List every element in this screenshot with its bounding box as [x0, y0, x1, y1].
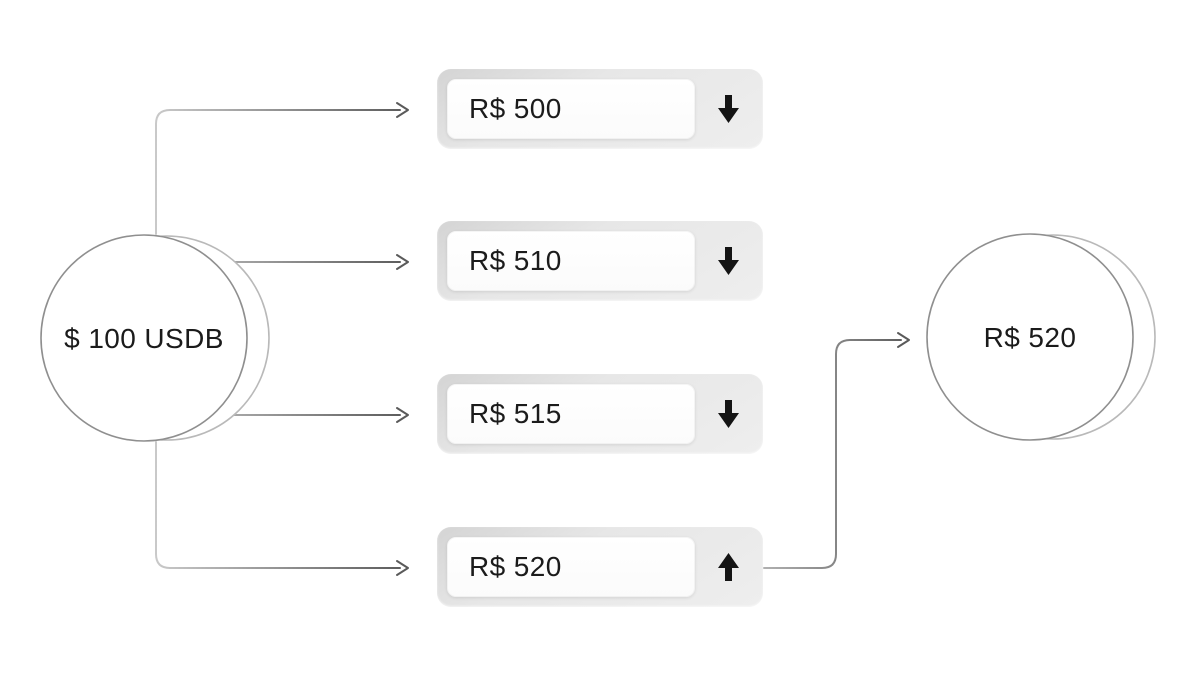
arrowhead-quote-3 — [396, 407, 409, 423]
quote-box-2: R$ 510 — [437, 221, 763, 301]
source-coin-label: $ 100 USDB — [64, 323, 224, 354]
quote-value-3: R$ 515 — [469, 398, 562, 429]
result-coin — [926, 233, 1156, 441]
quote-field-4: R$ 520 — [447, 537, 695, 597]
quote-value-2: R$ 510 — [469, 245, 562, 276]
source-coin — [40, 234, 270, 442]
arrow-down-icon — [718, 247, 739, 275]
connector-source-to-quote-4 — [155, 441, 401, 569]
quote-value-1: R$ 500 — [469, 93, 562, 124]
connector-source-to-quote-1 — [155, 109, 401, 235]
quote-field-1: R$ 500 — [447, 79, 695, 139]
arrow-down-icon — [718, 400, 739, 428]
arrowhead-quote-1 — [396, 102, 409, 118]
quote-box-1: R$ 500 — [437, 69, 763, 149]
arrowhead-quote-4 — [396, 560, 409, 576]
result-coin-front-circle — [926, 233, 1134, 441]
source-coin-front-circle — [40, 234, 248, 442]
arrow-up-icon — [718, 553, 739, 581]
quote-box-4: R$ 520 — [437, 527, 763, 607]
result-coin-label: R$ 520 — [983, 322, 1077, 353]
quote-value-4: R$ 520 — [469, 551, 562, 582]
quote-box-3: R$ 515 — [437, 374, 763, 454]
quote-field-2: R$ 510 — [447, 231, 695, 291]
arrowhead-result — [897, 332, 910, 348]
arrow-down-icon — [718, 95, 739, 123]
connector-quote-4-to-result — [763, 339, 902, 569]
quote-field-3: R$ 515 — [447, 384, 695, 444]
arrowhead-quote-2 — [396, 254, 409, 270]
